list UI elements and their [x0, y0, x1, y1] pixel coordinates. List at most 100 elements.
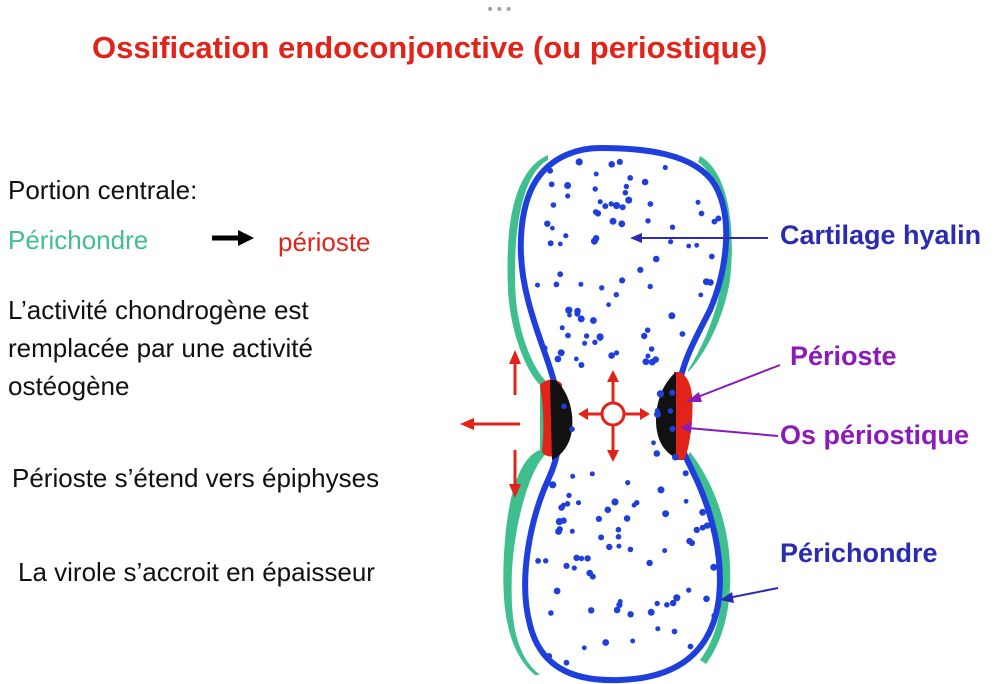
cartilage-dot: [654, 600, 660, 607]
cartilage-dot: [645, 353, 651, 359]
cartilage-dot: [699, 524, 706, 531]
cartilage-dot: [627, 546, 634, 553]
cartilage-dot: [608, 201, 614, 207]
cartilage-dot: [695, 199, 701, 205]
cartilage-dot: [693, 526, 700, 534]
cartilage-dot: [645, 218, 651, 224]
cartilage-dot: [687, 643, 694, 650]
cartilage-dot: [623, 183, 630, 190]
activite-line-2: remplacée par une activité: [8, 333, 313, 363]
cartilage-dot: [618, 220, 626, 228]
cartilage-dot: [596, 333, 604, 341]
perioste-right: [674, 372, 693, 460]
cartilage-dot: [590, 237, 598, 245]
cartilage-dot: [544, 220, 551, 227]
cartilage-dot: [565, 306, 573, 314]
window-drag-handle[interactable]: •••: [486, 2, 514, 18]
cartilage-dot: [646, 559, 653, 567]
cartilage-dot: [578, 555, 585, 562]
cartilage-dot: [698, 210, 705, 217]
cartilage-dot: [669, 224, 676, 230]
cartilage-dot: [642, 358, 650, 366]
cartilage-dot: [622, 189, 629, 196]
cartilage-dot: [667, 408, 674, 414]
cartilage-dot: [566, 492, 572, 499]
cartilage-dot: [581, 645, 587, 651]
cartilage-dot: [606, 302, 611, 308]
cartilage-dot: [641, 178, 649, 186]
cartilage-dot: [611, 498, 619, 506]
label-perichondre: Périchondre: [780, 538, 938, 568]
cartilage-dot: [671, 628, 678, 635]
cartilage-dot: [668, 239, 674, 245]
cartilage-dot: [564, 182, 572, 189]
cartilage-dot: [654, 410, 661, 418]
cartilage-dot: [616, 543, 622, 549]
cartilage-dot: [711, 613, 717, 619]
cartilage-dot: [679, 331, 686, 337]
cartilage-dot: [614, 350, 620, 356]
cartilage-dot: [588, 607, 595, 614]
transformation-arrow-icon: [212, 230, 254, 246]
cartilage-dot: [613, 606, 621, 614]
cartilage-dot: [715, 215, 722, 222]
cartilage-dot: [648, 346, 655, 352]
cartilage-dot: [541, 345, 548, 352]
cartilage-dot: [615, 534, 622, 540]
cartilage-dot: [655, 626, 661, 632]
cartilage-dot: [686, 243, 692, 249]
cartilage-dot: [577, 315, 585, 323]
cartilage-dot: [613, 202, 621, 210]
cartilage-dot: [597, 199, 603, 205]
cartilage-dot: [550, 202, 557, 208]
cartilage-dot: [609, 217, 617, 225]
cartilage-dot: [711, 218, 718, 225]
cartilage-dot: [584, 555, 591, 562]
cartilage-dot: [615, 526, 622, 533]
cartilage-dot: [648, 358, 656, 366]
cartilage-dot: [565, 193, 571, 199]
cartilage-dot: [616, 158, 623, 165]
cartilage-dot: [599, 285, 605, 291]
cartilage-dot: [535, 282, 540, 288]
cartilage-dot: [590, 317, 597, 324]
cartilage-dot: [592, 339, 598, 345]
cartilage-dot: [641, 332, 648, 340]
cartilage-dot: [548, 610, 554, 616]
cartilage-dot: [592, 186, 598, 192]
cartilage-dot: [710, 563, 718, 571]
cartilage-dot: [582, 340, 588, 346]
cartilage-dot: [563, 562, 570, 570]
activite-line-3: ostéogène: [8, 371, 130, 401]
cartilage-dot: [573, 554, 580, 561]
cartilage-dot: [613, 292, 619, 298]
perichondre-layer-right: [688, 156, 732, 372]
cartilage-dot: [664, 602, 670, 608]
cartilage-dot: [557, 349, 565, 357]
cartilage-dot: [586, 569, 593, 577]
virole-text: La virole s’accroit en épaisseur: [18, 557, 375, 587]
cartilage-dot: [549, 481, 557, 489]
cartilage-dot: [694, 242, 700, 248]
cartilage-dot: [578, 281, 584, 287]
cartilage-dot: [651, 440, 656, 446]
cartilage-dot: [625, 196, 633, 204]
cartilage-dot: [556, 526, 563, 533]
cartilage-dot: [604, 506, 612, 514]
cartilage-dot: [647, 201, 654, 207]
cartilage-dot: [563, 659, 570, 666]
cartilage-dot: [543, 558, 549, 564]
cartilage-dot: [662, 548, 668, 554]
label-os-periostique: Os périostique: [780, 420, 970, 450]
cartilage-dot: [554, 355, 562, 363]
cartilage-dot: [567, 312, 572, 318]
perioste-etend-text: Périoste s’étend vers épiphyses: [12, 463, 380, 493]
cartilage-dot: [565, 332, 571, 339]
cartilage-dot: [602, 203, 609, 210]
cartilage-dot: [570, 473, 576, 479]
cartilage-dot: [563, 233, 569, 239]
cartilage-dot: [555, 518, 564, 526]
cartilage-dot: [708, 253, 715, 260]
cartilage-dot: [557, 241, 563, 247]
